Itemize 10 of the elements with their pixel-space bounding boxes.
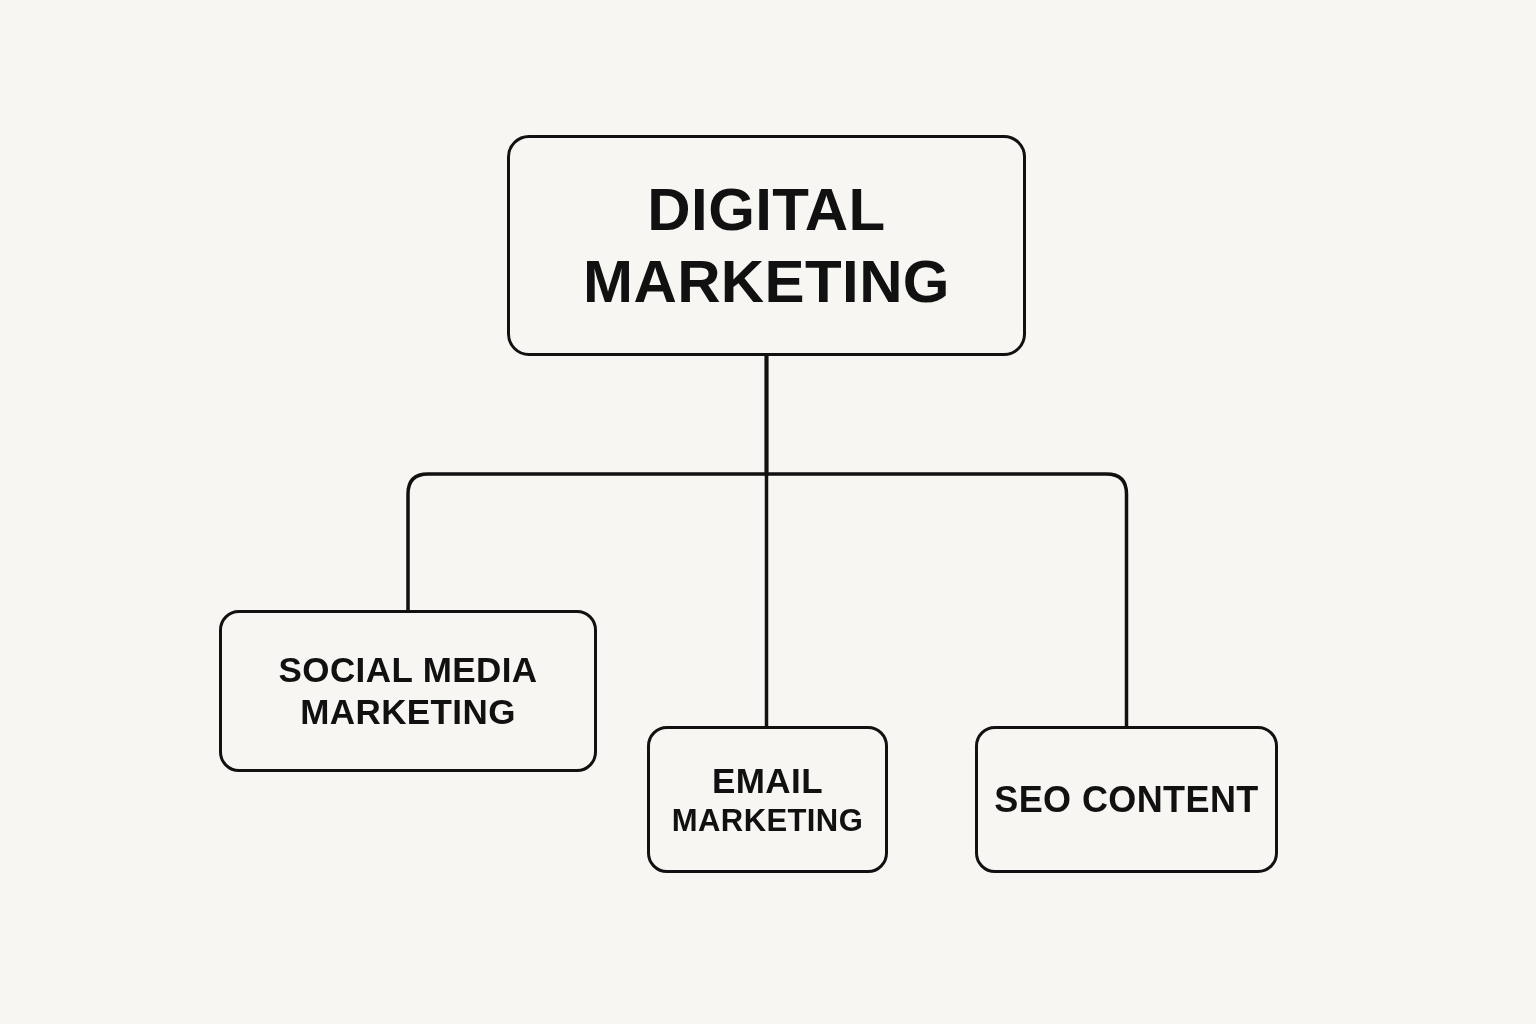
process-box (507, 135, 1026, 356)
process-box (975, 726, 1278, 873)
node-label: SEO CONTENT (994, 777, 1259, 822)
node-label: EMAIL (712, 759, 823, 802)
process-box (219, 610, 597, 772)
process-box (647, 726, 888, 873)
connector-line (764, 356, 1129, 726)
node-label: DIGITAL MARKETING (582, 174, 951, 317)
node-label: SOCIAL MEDIA MARKETING (277, 649, 539, 733)
node-label: MARKETING (671, 801, 864, 840)
